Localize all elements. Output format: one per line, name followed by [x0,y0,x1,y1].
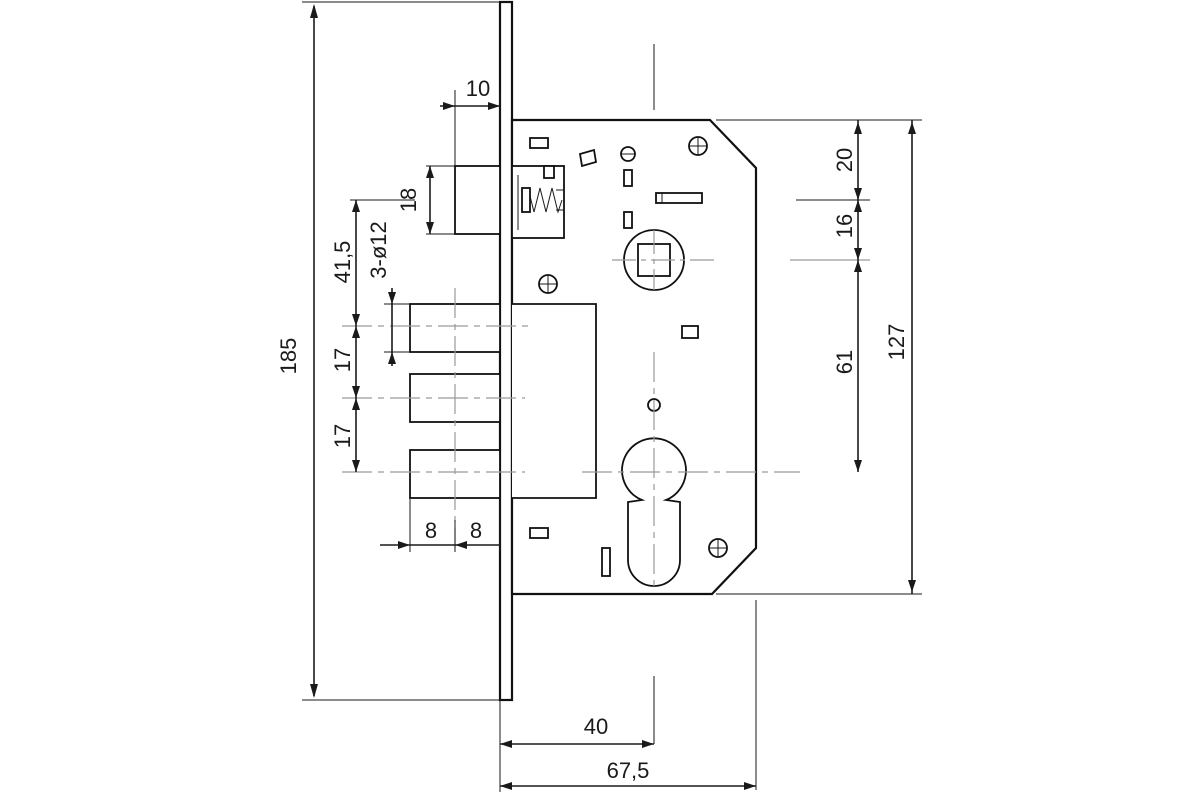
screw-holes [538,136,728,558]
dim-backset: 40 [500,714,654,748]
screw-icon [708,538,728,558]
dim-3-d12-label: 3-ø12 [366,221,391,278]
dim-bolt-diameter: 3-ø12 [366,221,410,366]
dim-8-label-2: 8 [470,518,482,543]
extension-lines [302,1,922,792]
dim-41-5-label: 41,5 [330,241,355,284]
dim-top-to-latch: 20 [832,120,862,200]
screw-icon [620,146,636,162]
spindle-hub [612,229,718,291]
dim-faceplate-thickness: 10 [440,76,501,166]
dim-20-label: 20 [832,148,857,172]
dim-18-label: 18 [396,188,421,212]
faceplate [498,0,514,702]
dim-bolt-pitch-1: 17 [330,326,360,398]
dim-case-height: 127 [884,120,916,594]
screw-icon [688,136,708,156]
dim-case-depth: 67,5 [500,758,756,790]
dim-10-label: 10 [466,76,490,101]
latch-guide [511,165,565,239]
dim-185-label: 185 [276,338,301,375]
dim-bolt-widths: 8 8 [380,518,500,552]
case-details [529,137,703,577]
dim-40-label: 40 [584,714,608,739]
deadbolts [342,288,597,548]
dim-17-label-1: 17 [330,348,355,372]
latch-assembly [454,165,565,239]
cylinder-cutout [582,352,800,590]
dim-61-label: 61 [832,350,857,374]
dim-16-label: 16 [832,214,857,238]
dim-8-label-1: 8 [425,518,437,543]
dim-latch-to-spindle: 16 [832,200,862,260]
bolt-carrier [512,303,597,499]
dim-127-label: 127 [884,324,909,361]
screw-icon [538,274,558,294]
dim-bolt-pitch-2: 17 [330,398,360,472]
dim-67-5-label: 67,5 [607,758,650,783]
dim-17-label-2: 17 [330,424,355,448]
dim-faceplate-height: 185 [276,4,318,698]
latch-bolt [454,165,501,235]
dim-latch-height: 18 [396,166,434,234]
dim-latch-offset: 41,5 [330,200,360,326]
dim-spindle-to-cylinder: 61 [832,260,862,472]
